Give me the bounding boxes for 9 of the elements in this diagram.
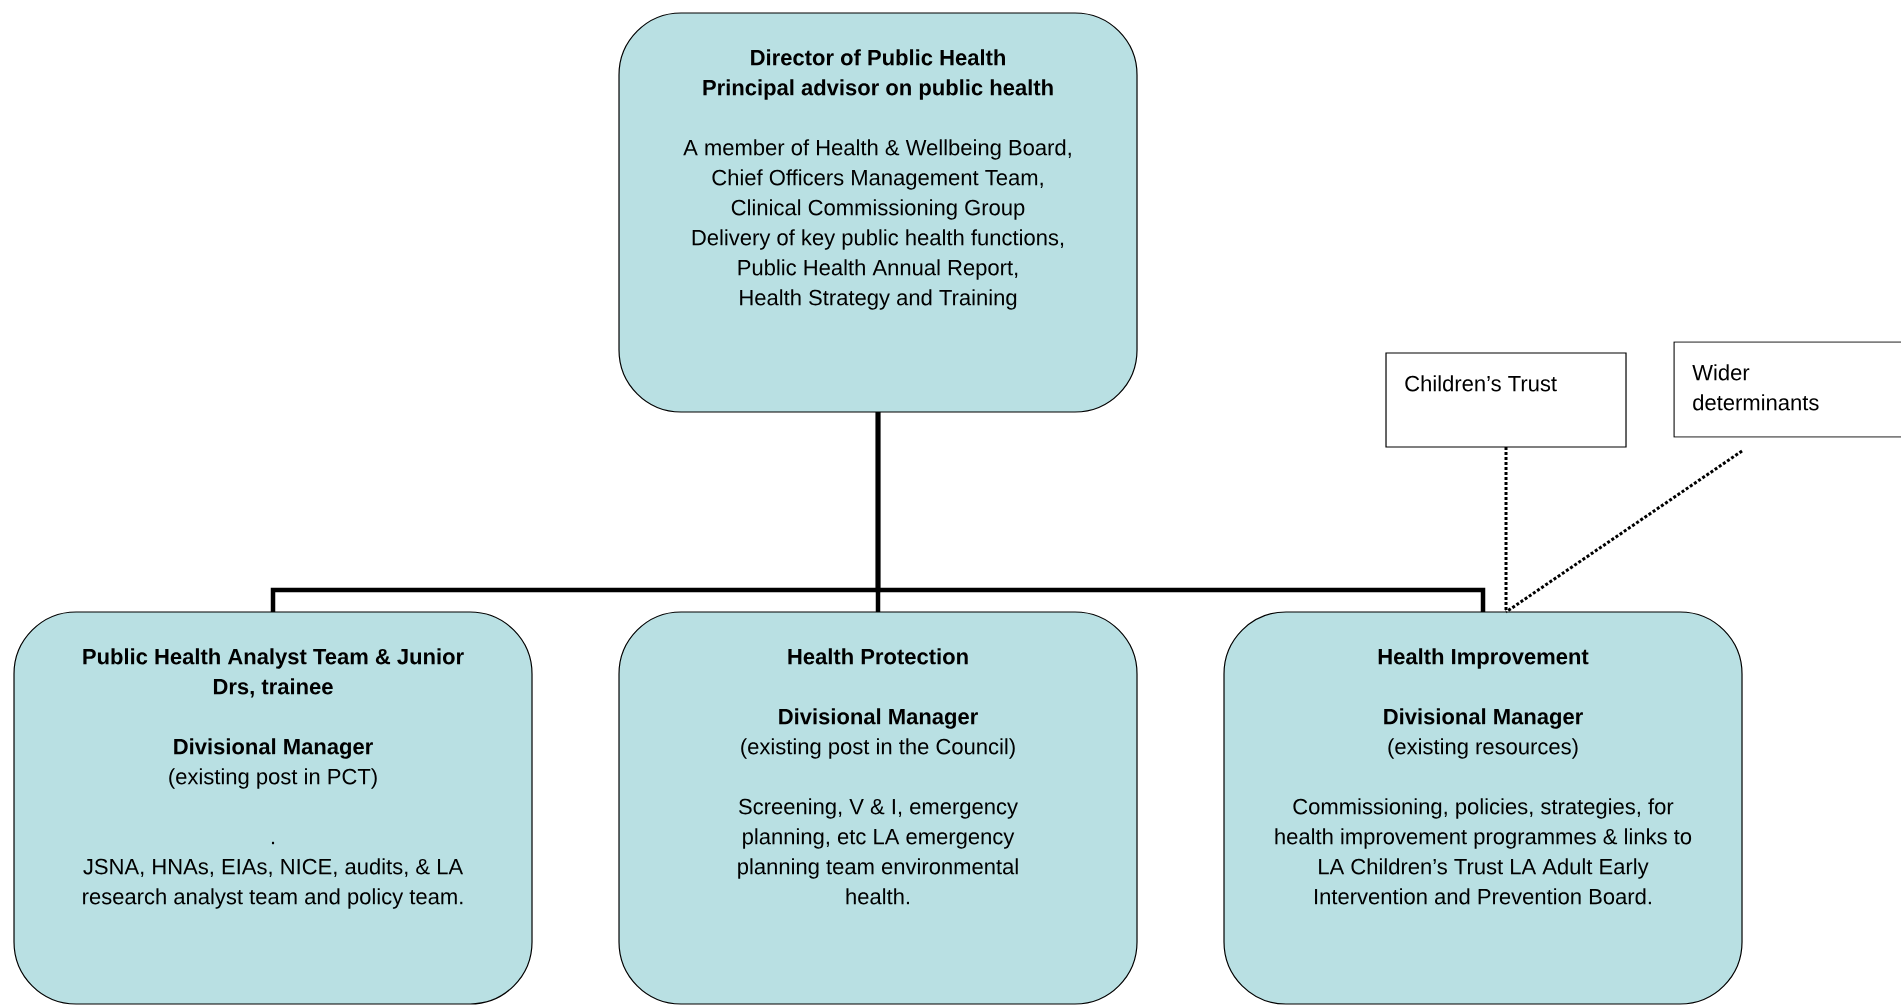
text-box: Children’s Trust <box>1385 352 1627 448</box>
rounded-box: Director of Public Health Principal advisor on public health A member of Health & Wellbeing Board, Chief Officers Management Team, Clinical Commissioning Group Delivery of key public health functions, Public Health Annual Report, Health Strategy and Training <box>618 12 1138 413</box>
text-box: Wider determinants <box>1673 341 1901 438</box>
connector <box>1505 449 1743 614</box>
connector <box>875 412 1486 612</box>
connector <box>1504 447 1508 612</box>
rounded-box: Health Protection Divisional Manager (existing post in the Council) Screening, V & I, emergency planning, etc LA emergency planning team environmental health. <box>618 611 1138 1005</box>
rounded-box: Public Health Analyst Team & Junior Drs, trainee Divisional Manager (existing post in PCT) . JSNA, HNAs, EIAs, NICE, audits, & LA research analyst team and policy team. <box>13 611 533 1005</box>
rounded-box: Health Improvement Divisional Manager (existing resources) Commissioning, policies, strategies, for health improvement programmes & links to LA Children’s Trust LA Adult Early Intervention and Prevention Board. <box>1223 611 1743 1005</box>
